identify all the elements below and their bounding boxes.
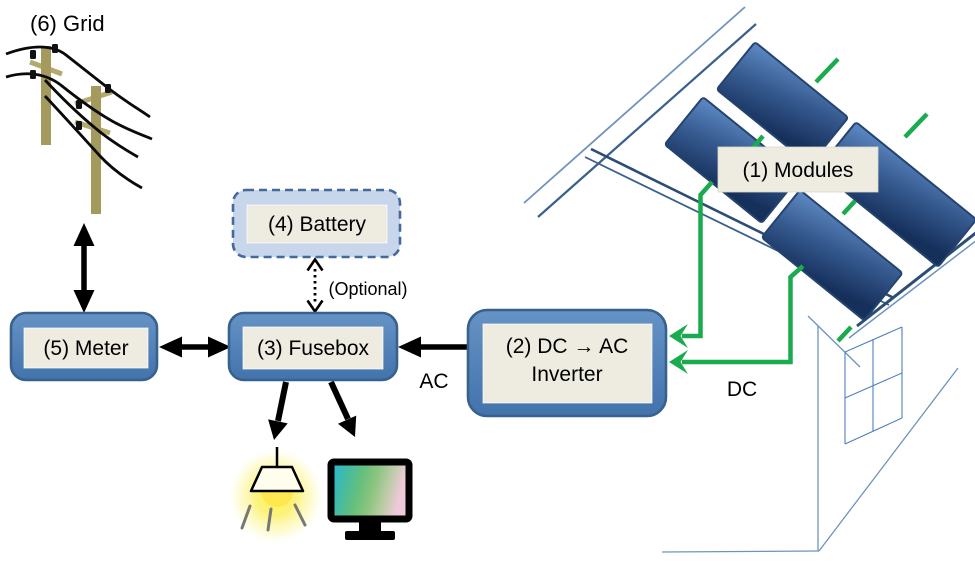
roof-gable-inner-line (537, 23, 757, 218)
battery-inner-panel (246, 204, 388, 244)
arrowhead-down (338, 415, 357, 437)
wall-bottom-line (661, 550, 820, 553)
dc-arrowhead (669, 350, 688, 374)
grid-label: (6) Grid (30, 11, 105, 36)
arrowhead-left (398, 336, 421, 358)
wire-stub (836, 325, 853, 343)
wire-stub (814, 57, 840, 84)
house-icon (523, 6, 975, 553)
flow-arrows (73, 223, 467, 440)
solar-panel (716, 42, 849, 165)
modules-label: (1) Modules (743, 159, 854, 182)
power-lines (5, 45, 153, 190)
lamp-icon (226, 446, 326, 546)
fusebox-lamp-arrow-shaft (275, 381, 289, 422)
solar-panel (761, 190, 903, 321)
wire-stub (903, 112, 929, 139)
wall-right-diagonal-line (818, 367, 959, 552)
window-icon (844, 326, 903, 445)
power-pole-icon (5, 44, 153, 214)
dc-wires (669, 180, 805, 374)
optional-label: (Optional) (328, 279, 407, 299)
monitor-base (345, 531, 395, 540)
inverter-label-line1: (2) DC → AC (506, 335, 629, 358)
dc-label: DC (727, 378, 757, 401)
roof-eave-right-line2 (848, 240, 975, 339)
wall-undereave-line (807, 315, 861, 368)
lamp-rays (240, 503, 307, 532)
wire-stub (841, 199, 857, 216)
inverter-inner-panel (482, 323, 653, 404)
modules-node: (1) Modules (717, 146, 879, 193)
monitor-screen (327, 458, 413, 523)
monitor-neck (359, 521, 381, 532)
panel-wire-stubs (750, 57, 929, 343)
monitor-icon (327, 458, 413, 540)
meter-label: (5) Meter (43, 337, 128, 360)
dc-wire-1 (682, 180, 714, 339)
grid-icon-group: (6) Grid (5, 11, 153, 214)
inverter-node: (2) DC → AC Inverter (466, 308, 668, 418)
ac-label: AC (419, 370, 448, 393)
fusebox-label: (3) Fusebox (257, 337, 370, 360)
dc-wire-2 (682, 264, 805, 365)
inverter-label-line2: Inverter (531, 363, 602, 386)
fusebox-inner-panel (242, 326, 384, 370)
lamp-bulb (261, 491, 293, 507)
arrowhead-up (73, 223, 95, 246)
arrowhead-down (306, 299, 324, 314)
lamp-shade (249, 465, 305, 493)
fusebox-node: (3) Fusebox (227, 311, 399, 382)
insulators (30, 44, 111, 130)
arrowhead-left (159, 336, 182, 358)
battery-fusebox-optional-arrow (306, 257, 324, 314)
battery-node: (4) Battery (231, 188, 402, 259)
fusebox-monitor-arrow-shaft (328, 380, 351, 421)
dc-arrowhead (669, 324, 688, 348)
arrowhead-right (208, 336, 231, 358)
arrowhead-down (73, 290, 95, 313)
meter-node: (5) Meter (9, 311, 159, 382)
roof-gable-outer-line (523, 6, 746, 204)
battery-label: (4) Battery (268, 213, 367, 236)
modules-label-box (717, 146, 879, 193)
arrowhead-up (306, 257, 324, 272)
arrowhead-down (268, 419, 288, 440)
roof-eave-right-line (856, 231, 975, 328)
house-walls (661, 315, 959, 553)
meter-inner-panel (23, 327, 149, 369)
